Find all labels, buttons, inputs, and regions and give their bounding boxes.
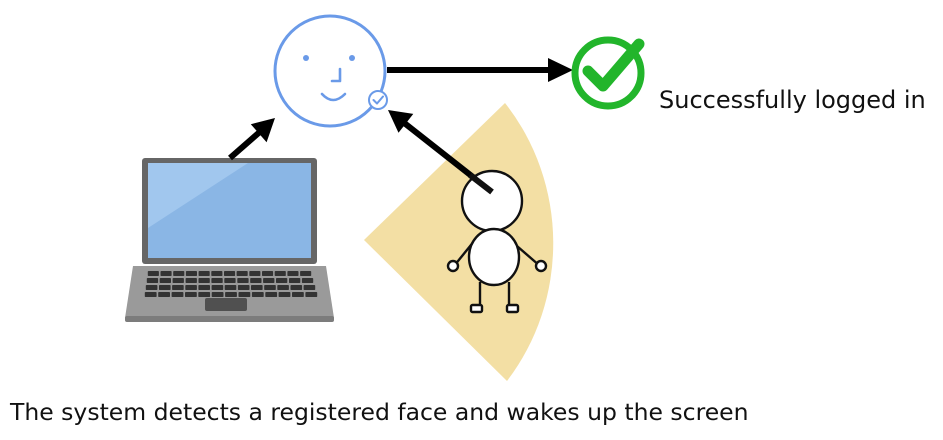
keyboard-key xyxy=(292,292,304,297)
keyboard-key xyxy=(301,278,314,283)
keyboard-key xyxy=(198,292,211,297)
keyboard-key xyxy=(171,292,184,297)
keyboard-key xyxy=(249,271,261,276)
diagram-caption: The system detects a registered face and… xyxy=(10,398,749,426)
keyboard-key xyxy=(303,285,316,290)
keyboard-key xyxy=(211,278,223,283)
keyboard-key xyxy=(264,285,276,290)
detection-cone xyxy=(364,103,554,381)
keyboard-key xyxy=(159,285,171,290)
keyboard-key xyxy=(251,285,263,290)
keyboard-key xyxy=(225,292,237,297)
keyboard-key xyxy=(158,292,170,297)
keyboard-key xyxy=(198,278,210,283)
keyboard-key xyxy=(263,278,275,283)
keyboard-key xyxy=(274,271,286,276)
keyboard-key xyxy=(185,271,197,276)
keyboard-key xyxy=(300,271,312,276)
keyboard-key xyxy=(146,278,159,283)
keyboard-key xyxy=(287,271,299,276)
keyboard-key xyxy=(278,292,291,297)
keyboard-key xyxy=(185,278,197,283)
person-icon xyxy=(446,169,548,314)
keyboard-key xyxy=(159,278,171,283)
keyboard-key xyxy=(237,285,250,290)
keyboard-key xyxy=(237,278,249,283)
keyboard-key xyxy=(290,285,303,290)
keyboard-key xyxy=(147,271,159,276)
keyboard-key xyxy=(289,278,301,283)
keyboard-key xyxy=(211,292,224,297)
keyboard-key xyxy=(305,292,318,297)
arrow-to-success xyxy=(387,58,573,82)
keyboard-key xyxy=(224,278,236,283)
laptop-touchpad xyxy=(205,298,247,311)
keyboard-key xyxy=(198,285,210,290)
face-recognition-icon xyxy=(273,14,388,128)
success-label: Successfully logged in xyxy=(659,86,926,114)
keyboard-key xyxy=(185,292,197,297)
keyboard-key xyxy=(185,285,197,290)
arrow-laptop-to-face xyxy=(228,118,275,161)
keyboard-key xyxy=(224,285,237,290)
keyboard-key xyxy=(211,285,224,290)
keyboard-key xyxy=(198,271,210,276)
keyboard-key xyxy=(145,285,158,290)
keyboard-key xyxy=(250,278,262,283)
keyboard-key xyxy=(238,292,251,297)
success-check-icon xyxy=(571,36,645,110)
laptop-keyboard xyxy=(144,271,318,297)
keyboard-key xyxy=(265,292,278,297)
keyboard-key xyxy=(277,285,289,290)
keyboard-key xyxy=(144,292,157,297)
laptop-icon xyxy=(125,158,334,322)
keyboard-key xyxy=(172,285,184,290)
keyboard-key xyxy=(211,271,223,276)
verified-badge-icon xyxy=(368,90,388,110)
keyboard-key xyxy=(236,271,248,276)
keyboard-key xyxy=(251,292,264,297)
keyboard-key xyxy=(276,278,288,283)
keyboard-key xyxy=(173,271,185,276)
keyboard-key xyxy=(224,271,236,276)
keyboard-key xyxy=(172,278,184,283)
keyboard-key xyxy=(262,271,274,276)
keyboard-key xyxy=(160,271,172,276)
